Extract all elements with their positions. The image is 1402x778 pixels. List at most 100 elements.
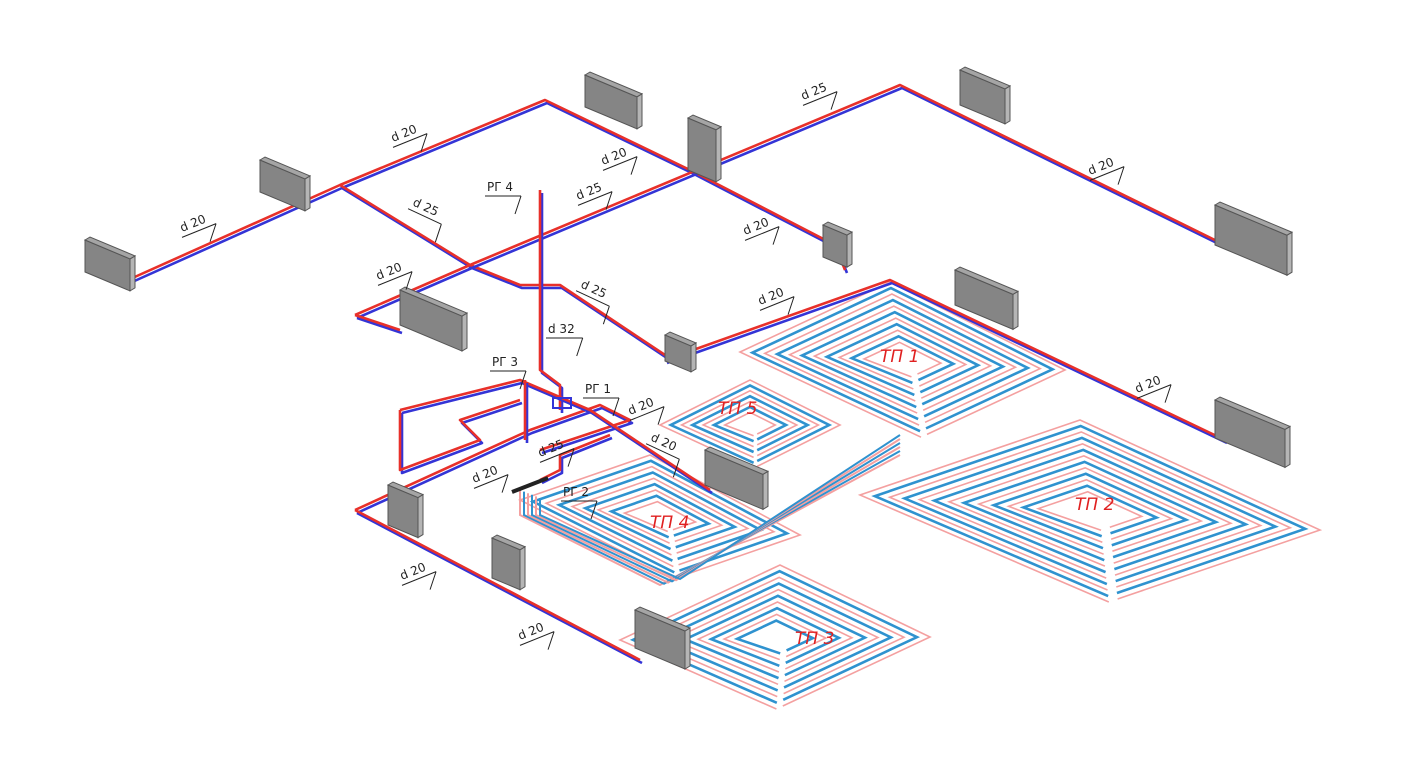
radiators: [83, 66, 1294, 670]
floor-loop: [946, 455, 1233, 567]
floor-zone-label: ТП 3: [795, 629, 834, 649]
floor-feeder-pipe: [527, 446, 901, 584]
manifold-rg1: [552, 397, 572, 409]
floor-loop: [871, 424, 1309, 598]
label-leader: [577, 191, 613, 206]
radiator-top: [703, 446, 770, 475]
floor-loop: [738, 281, 1067, 438]
floor-loop: [989, 472, 1190, 550]
label-leader-tick: [605, 191, 613, 210]
label-leader-tick: [519, 370, 527, 390]
label-leader: [473, 474, 509, 489]
floor-loop: [862, 341, 943, 378]
floor-loop: [917, 443, 1263, 579]
radiator-side: [129, 255, 136, 292]
floor-feeder-pipe: [523, 450, 901, 585]
label-leader: [1089, 166, 1125, 181]
supply-pipe: [339, 183, 666, 357]
label-leader-tick: [434, 224, 442, 243]
radiator-side: [461, 312, 468, 352]
pipe-label: d 32: [548, 322, 575, 336]
radiator-top: [958, 66, 1012, 90]
radiator-top: [953, 266, 1020, 295]
floor-loop: [1006, 478, 1174, 543]
radiator-side: [304, 175, 311, 212]
return-pipe: [356, 316, 403, 335]
radiator-top: [583, 71, 644, 98]
pipe-label: d 20: [374, 260, 404, 283]
pipe-label: d 25: [579, 277, 609, 301]
label-leader-tick: [830, 91, 838, 110]
floor-loop: [837, 329, 968, 390]
pipe-label: d 20: [756, 285, 786, 308]
floor-loop: [667, 383, 833, 464]
radiator-side: [1004, 85, 1011, 125]
floor-heating-loops: [517, 281, 1323, 710]
floor-loop: [1035, 490, 1144, 532]
label-leader-tick: [772, 226, 780, 245]
supply-pipe: [354, 403, 632, 512]
label-leader-tick: [547, 631, 555, 650]
radiator-side: [636, 92, 643, 130]
floor-loop: [655, 582, 894, 692]
label-leader-tick: [672, 459, 680, 478]
radiator-top: [386, 481, 425, 499]
label-leader-tick: [576, 337, 584, 357]
label-leader-tick: [405, 271, 413, 290]
pipe-label: d 20: [516, 620, 546, 643]
radiator-side: [1012, 290, 1019, 331]
supply-pipe: [399, 378, 711, 492]
floor-loop: [607, 494, 712, 539]
floor-loop: [696, 601, 854, 673]
pipe-label: d 25: [574, 180, 604, 203]
manifold-label: РГ 2: [563, 485, 589, 499]
floor-loop: [900, 436, 1279, 586]
label-leader: [744, 226, 780, 241]
label-leader-tick: [657, 406, 665, 425]
label-leader: [575, 290, 610, 307]
supply-pipe: [539, 433, 611, 482]
label-leader: [1136, 384, 1172, 399]
radiator-side: [684, 627, 691, 670]
radiator-side: [690, 342, 697, 373]
supply-pipe: [354, 508, 641, 662]
floor-feeder-pipe: [531, 442, 901, 583]
pipe-label: d 20: [649, 430, 679, 454]
label-leader: [602, 156, 638, 171]
return-pipe: [400, 401, 523, 475]
radiator-side: [1284, 425, 1291, 469]
radiator-side: [1286, 231, 1293, 277]
pipe-label: d 20: [741, 215, 771, 238]
radiator-top: [490, 534, 527, 551]
floor-loop: [555, 471, 765, 562]
floor-loop: [857, 419, 1323, 603]
pipe-label: d 20: [470, 463, 500, 486]
label-leader-tick: [501, 474, 509, 493]
supply-pipe: [469, 83, 1226, 267]
floor-loop: [798, 310, 1006, 409]
label-leader-tick: [429, 571, 437, 590]
supply-pipe: [398, 398, 521, 472]
radiator-top: [1213, 201, 1294, 236]
pipe-label: d 20: [398, 560, 428, 583]
label-leader-tick: [630, 156, 638, 175]
pipe-label: d 25: [536, 437, 566, 460]
manifold-label: РГ 4: [487, 180, 513, 194]
label-leader: [539, 448, 575, 463]
radiator-top: [83, 236, 137, 260]
label-leader: [181, 223, 217, 238]
floor-zone-label: ТП 2: [1075, 495, 1114, 515]
floor-loop: [774, 298, 1031, 421]
radiator-top: [663, 331, 698, 347]
pipe-label: d 20: [599, 145, 629, 168]
radiator-top: [258, 156, 312, 180]
label-leader: [401, 571, 437, 586]
label-leader: [802, 91, 838, 106]
floor-loop: [701, 400, 799, 448]
floor-loop: [976, 466, 1204, 555]
floor-feeder-pipe: [519, 454, 901, 587]
floor-zone-label: ТП 5: [718, 399, 757, 419]
label-leaders: [181, 91, 1172, 650]
pipe-label: d 20: [1133, 373, 1163, 396]
